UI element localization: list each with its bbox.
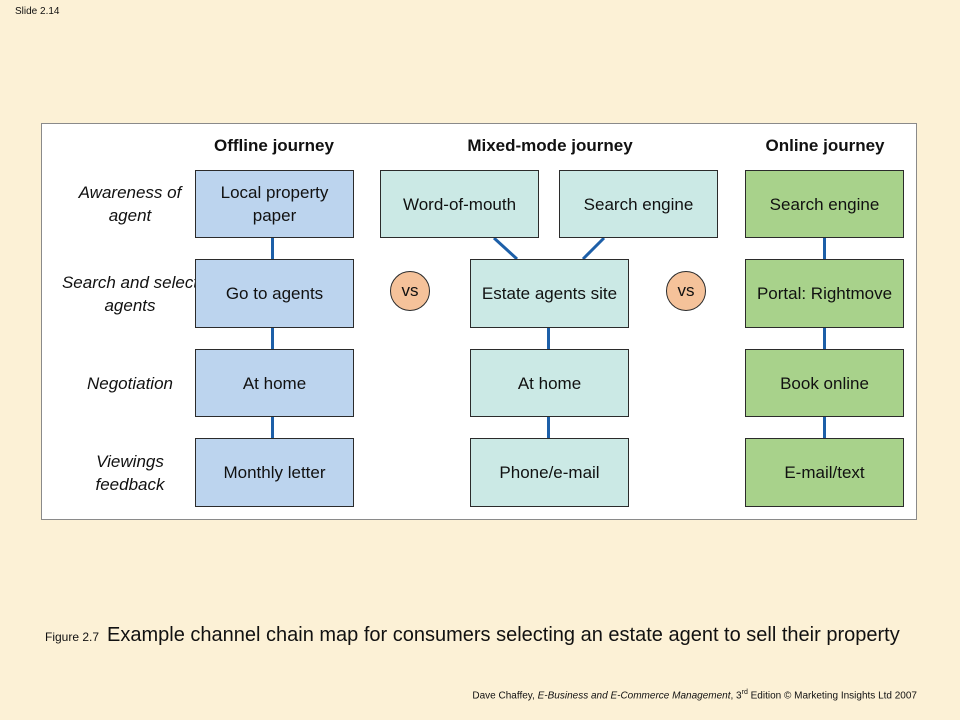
row-label-negotiation: Negotiation	[86, 373, 173, 393]
merge-line-search-engine	[581, 236, 606, 261]
row-label-viewings-feedback: Viewings feedback	[95, 451, 165, 494]
offline-connector-2	[271, 328, 274, 349]
header-online-journey: Online journey	[765, 136, 885, 155]
footer-rest: Edition © Marketing Insights Ltd 2007	[747, 690, 917, 702]
online-connector-1	[823, 238, 826, 259]
mixed-connector-1	[547, 328, 550, 349]
mixed-merge-lines	[492, 236, 606, 261]
mixed-box-phone-email: Phone/e-mail	[470, 438, 629, 507]
vs-circle-mixed-online: vs	[666, 271, 706, 311]
online-connector-2	[823, 328, 826, 349]
offline-box-monthly-letter: Monthly letter	[195, 438, 354, 507]
offline-box-at-home: At home	[195, 349, 354, 417]
online-box-email-text: E-mail/text	[745, 438, 904, 507]
mixed-connector-2	[547, 417, 550, 438]
row-label-search-select: Search and select agents	[61, 272, 199, 315]
footer-citation: Dave Chaffey, E-Business and E-Commerce …	[472, 689, 917, 701]
offline-connector-3	[271, 417, 274, 438]
merge-line-word-of-mouth	[492, 236, 519, 261]
online-box-book-online: Book online	[745, 349, 904, 417]
slide-number: Slide 2.14	[15, 6, 60, 17]
online-connector-3	[823, 417, 826, 438]
footer-author: Dave Chaffey,	[472, 690, 538, 702]
online-box-portal-rightmove: Portal: Rightmove	[745, 259, 904, 328]
row-label-awareness: Awareness of agent	[78, 183, 182, 225]
mixed-box-at-home: At home	[470, 349, 629, 417]
channel-chain-map: Offline journey Mixed-mode journey Onlin…	[41, 123, 917, 520]
caption-text: Example channel chain map for consumers …	[107, 624, 900, 646]
mixed-box-word-of-mouth: Word-of-mouth	[380, 170, 539, 238]
offline-box-local-property-paper: Local property paper	[195, 170, 354, 238]
footer-edition-suffix: rd	[741, 689, 748, 696]
offline-box-go-to-agents: Go to agents	[195, 259, 354, 328]
online-box-search-engine: Search engine	[745, 170, 904, 238]
footer-edition-number: , 3	[730, 690, 742, 702]
mixed-box-search-engine: Search engine	[559, 170, 718, 238]
header-mixed-mode-journey: Mixed-mode journey	[467, 136, 633, 155]
figure-label: Figure 2.7	[45, 630, 100, 644]
footer-book-title: E-Business and E-Commerce Management	[537, 690, 731, 702]
figure-caption: Figure 2.7 Example channel chain map for …	[45, 622, 905, 651]
offline-connector-1	[271, 238, 274, 259]
mixed-box-estate-agents-site: Estate agents site	[470, 259, 629, 328]
header-offline-journey: Offline journey	[214, 136, 334, 155]
vs-circle-offline-mixed: vs	[390, 271, 430, 311]
